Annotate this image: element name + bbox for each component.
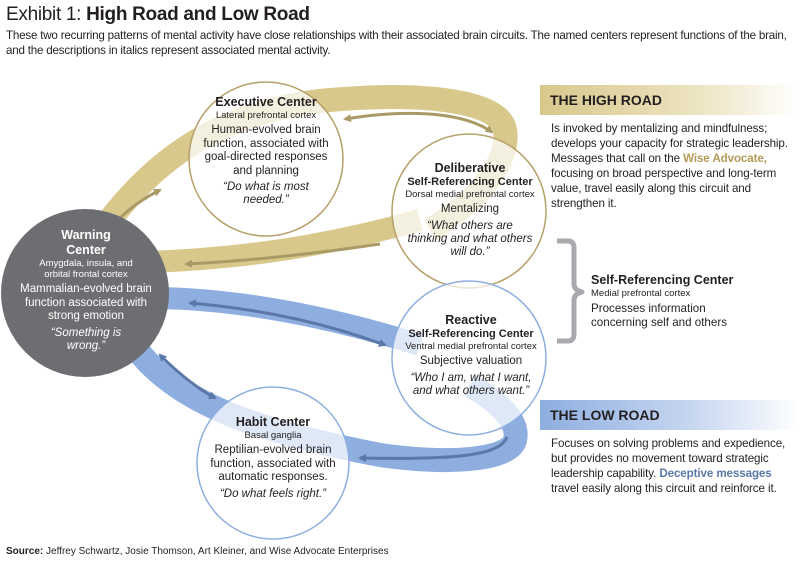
habit-center: Habit Center Basal ganglia Reptilian-evo…: [203, 415, 343, 501]
high-road-text-1: Is invoked by mentalizing and mindfulnes…: [551, 122, 788, 165]
deliberative-center-quote: “What others are thinking and what other…: [407, 219, 533, 258]
habit-center-quote: “Do what feels right.”: [219, 487, 327, 500]
reactive-center: Reactive Self-Referencing Center Ventral…: [398, 313, 544, 398]
low-road-heading: THE LOW ROAD: [550, 407, 660, 423]
executive-center-quote: “Do what is most needed.”: [223, 181, 309, 206]
self-referencing-region: Medial prefrontal cortex: [591, 288, 691, 299]
habit-center-circle: [196, 386, 350, 540]
exhibit-subtitle: These two recurring patterns of mental a…: [6, 29, 787, 57]
deliberative-center-name2: Self-Referencing Center: [407, 176, 533, 188]
reactive-center-desc: Subjective valuation: [419, 355, 523, 367]
warning-center-quote: “Something is wrong.”: [50, 326, 122, 352]
low-road-text-2: travel easily along this circuit and rei…: [551, 482, 777, 495]
warning-center-region: Amygdala, insula, and orbital frontal co…: [39, 258, 133, 280]
low-road-heading-bg: [540, 400, 800, 430]
reactive-center-region: Ventral medial prefrontal cortex: [405, 341, 537, 352]
reactive-center-circle: [391, 280, 547, 436]
deliberative-center-desc: Mentalizing: [440, 203, 500, 215]
high-road-arrow-top: [343, 111, 494, 134]
wise-advocate-highlight: Wise Advocate,: [683, 152, 767, 165]
executive-center-name: Executive Center: [215, 95, 317, 109]
warning-center-desc: Mammalian-evolved brain function associa…: [20, 283, 152, 322]
habit-center-desc: Reptilian-evolved brain function, associ…: [210, 444, 336, 483]
low-road-arrow-bottom: [358, 436, 509, 463]
high-road-heading: THE HIGH ROAD: [550, 92, 662, 108]
warning-center: Warning Center Amygdala, insula, and orb…: [18, 228, 154, 353]
high-road-text-2: focusing on broad perspective and long-t…: [551, 167, 777, 210]
reactive-center-name: Reactive: [445, 313, 497, 327]
self-referencing-name: Self-Referencing Center: [591, 273, 734, 287]
warning-center-circle: [1, 209, 169, 377]
exhibit-label: Exhibit 1:: [6, 4, 87, 25]
warning-center-name: Warning Center: [61, 228, 111, 257]
deliberative-center: Deliberative Self-Referencing Center Dor…: [399, 161, 541, 259]
reactive-center-quote: “Who I am, what I want, and what others …: [410, 371, 532, 397]
low-road-text-1: Focuses on solving problems and expedien…: [551, 437, 786, 480]
exhibit-title: Exhibit 1: High Road and Low Road: [6, 4, 310, 26]
executive-center-circle: [188, 81, 344, 237]
low-road-arrow-left: [158, 353, 217, 400]
high-road-arrow-lower: [184, 242, 381, 268]
self-referencing-bracket: [557, 238, 585, 344]
executive-center: Executive Center Lateral prefrontal cort…: [196, 95, 336, 207]
source-text: Jeffrey Schwartz, Josie Thomson, Art Kle…: [43, 546, 389, 557]
habit-center-region: Basal ganglia: [244, 430, 302, 441]
source-credit: Source: Jeffrey Schwartz, Josie Thomson,…: [6, 546, 389, 557]
executive-center-region: Lateral prefrontal cortex: [215, 110, 317, 121]
deliberative-center-name: Deliberative: [434, 161, 506, 175]
deliberative-center-region: Dorsal medial prefrontal cortex: [405, 189, 535, 200]
executive-center-desc: Human-evolved brain function, associated…: [203, 124, 329, 177]
high-road-description: Is invoked by mentalizing and mindfulnes…: [551, 121, 796, 211]
self-referencing-center: Self-Referencing Center Medial prefronta…: [591, 273, 741, 330]
habit-center-name: Habit Center: [235, 415, 311, 429]
deceptive-messages-highlight: Deceptive messages: [659, 467, 772, 480]
high-road-heading-bg: [540, 85, 800, 115]
exhibit-main-title: High Road and Low Road: [86, 4, 310, 25]
low-road-description: Focuses on solving problems and expedien…: [551, 436, 796, 496]
reactive-center-name2: Self-Referencing Center: [408, 328, 534, 340]
self-referencing-desc: Processes information concerning self an…: [591, 302, 727, 329]
low-road-arrow-upper: [188, 299, 387, 347]
source-label: Source:: [6, 546, 44, 557]
